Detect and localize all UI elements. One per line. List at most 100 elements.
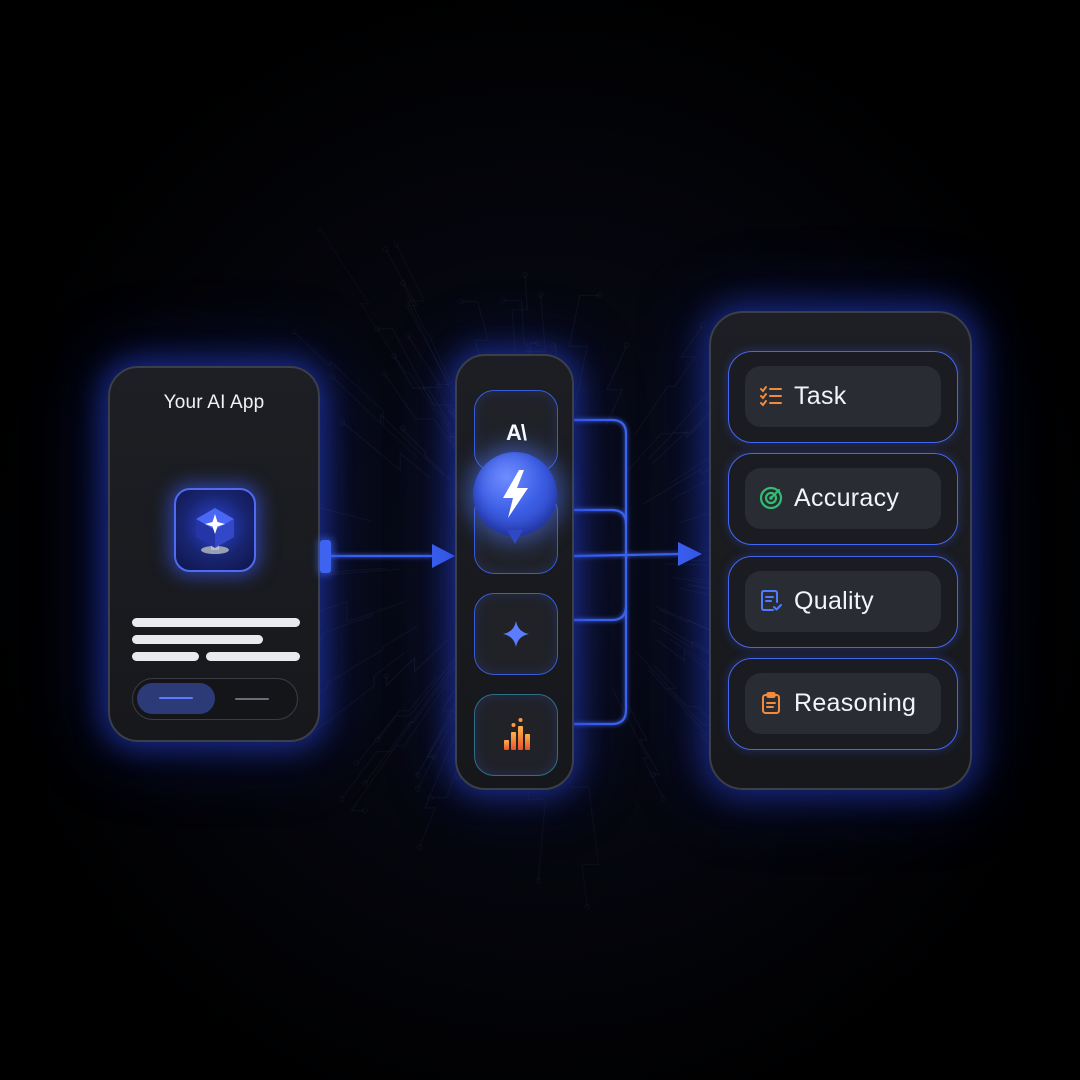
cube-sparkle-icon <box>174 488 256 572</box>
circuit-node <box>660 795 667 802</box>
circuit-node <box>381 371 388 377</box>
circuit-node <box>596 292 603 299</box>
lightning-bolt-icon[interactable] <box>473 452 557 536</box>
circuit-trace <box>308 652 405 737</box>
circuit-node <box>383 673 390 680</box>
bracket-tools-to-outputs <box>574 418 628 726</box>
output-pill: Accuracy <box>745 468 941 529</box>
arrow-head-right <box>678 542 702 566</box>
tool-slot-sparkle[interactable] <box>474 593 558 675</box>
circuit-node <box>650 771 656 778</box>
circuit-node <box>535 877 542 884</box>
circuit-node <box>338 796 345 802</box>
circuit-trace <box>407 335 471 463</box>
circuit-node <box>400 280 406 287</box>
ai-logo-icon: A\ <box>506 420 527 445</box>
tools-column: A\ <box>455 354 574 790</box>
bracket-mid-lower <box>574 605 628 622</box>
circuit-node <box>535 340 541 347</box>
circuit-trace <box>568 294 600 428</box>
circuit-node <box>414 786 421 792</box>
checklist-icon <box>760 386 782 407</box>
circuit-node <box>382 246 389 253</box>
output-item-reasoning[interactable]: Reasoning <box>728 658 958 750</box>
circuit-node <box>550 342 557 349</box>
arrow-tools-to-outputs <box>573 552 681 558</box>
ai-app-card: Your AI App <box>108 366 320 742</box>
circuit-node <box>500 297 506 304</box>
circuit-trace <box>634 325 704 435</box>
circuit-trace <box>293 331 418 458</box>
bracket-mid-upper <box>574 508 628 525</box>
circuit-node <box>362 780 369 787</box>
circuit-trace <box>611 688 665 799</box>
text-line-3 <box>132 652 199 661</box>
circuit-trace <box>350 680 450 812</box>
output-label-reasoning: Reasoning <box>794 689 917 717</box>
clipboard-icon <box>762 692 780 714</box>
circuit-trace <box>364 650 468 784</box>
circuit-node <box>416 844 423 851</box>
circuit-trace <box>319 228 457 444</box>
circuit-node <box>537 291 544 298</box>
circuit-node <box>431 754 438 760</box>
circuit-trace <box>604 345 628 429</box>
circuit-node <box>522 272 528 278</box>
circuit-trace <box>295 625 418 708</box>
output-pill: Task <box>745 366 941 427</box>
tool-slot-chart[interactable] <box>474 694 558 776</box>
text-line-2 <box>132 635 263 644</box>
circuit-trace <box>383 373 467 466</box>
output-item-accuracy[interactable]: Accuracy <box>728 453 958 545</box>
toggle-knob-line <box>159 697 193 699</box>
bar-chart-icon <box>503 717 530 750</box>
output-label-quality: Quality <box>794 587 874 615</box>
circuit-node <box>699 322 706 329</box>
circuit-node <box>448 408 455 415</box>
circuit-trace <box>341 421 431 479</box>
app-connector-port <box>320 540 331 573</box>
circuit-trace <box>331 375 444 476</box>
circuit-trace <box>625 701 661 776</box>
document-check-icon <box>761 590 782 611</box>
circuit-node <box>339 419 346 426</box>
output-label-task: Task <box>794 382 847 410</box>
target-icon <box>759 486 783 510</box>
circuit-trace <box>395 244 476 441</box>
circuit-node <box>290 328 297 335</box>
circuit-node <box>393 241 400 248</box>
circuit-node <box>375 736 381 743</box>
circuit-trace <box>393 355 451 426</box>
circuit-node <box>353 760 360 766</box>
circuit-node <box>374 325 381 332</box>
app-title: Your AI App <box>163 392 265 413</box>
toggle-knob <box>137 683 215 714</box>
circuit-node <box>400 425 407 432</box>
circuit-node <box>415 771 422 778</box>
arrow-head-left <box>432 544 455 568</box>
circuit-node <box>329 373 335 380</box>
circuit-trace <box>385 639 448 687</box>
orb-tail <box>507 530 523 544</box>
circuit-node <box>362 807 368 814</box>
circuit-node <box>317 226 324 233</box>
output-pill: Quality <box>745 571 941 632</box>
circuit-node <box>623 342 630 349</box>
output-label-accuracy: Accuracy <box>794 484 900 512</box>
toggle-off-line <box>235 698 269 700</box>
app-toggle[interactable] <box>132 678 298 720</box>
circuit-trace <box>377 654 458 740</box>
circuit-node <box>391 353 398 360</box>
circuit-trace <box>341 661 457 800</box>
circuit-node <box>405 333 412 340</box>
text-line-1 <box>132 618 300 627</box>
circuit-trace <box>659 627 724 662</box>
outputs-panel: Task Accuracy <box>709 311 972 790</box>
circuit-node <box>584 903 591 910</box>
circuit-trace <box>402 428 452 482</box>
circuit-node <box>457 298 464 305</box>
output-item-quality[interactable]: Quality <box>728 556 958 648</box>
output-item-task[interactable]: Task <box>728 351 958 443</box>
circuit-node <box>427 794 434 801</box>
